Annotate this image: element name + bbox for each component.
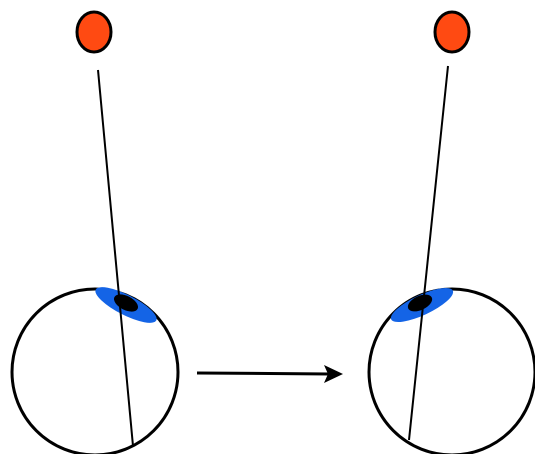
right-arrow-icon	[324, 365, 343, 383]
line-of-sight-left	[97, 69, 134, 447]
panel-before	[10, 10, 180, 454]
eyeball-left	[10, 287, 180, 454]
pupil-right	[407, 294, 433, 312]
eyeball-right	[367, 287, 535, 454]
panel-after	[367, 10, 535, 454]
target-dot-right	[433, 10, 471, 54]
transition-arrow	[196, 365, 343, 383]
line-of-sight-right	[408, 65, 449, 441]
arrow-shaft	[196, 371, 331, 376]
target-dot-left	[75, 10, 113, 54]
